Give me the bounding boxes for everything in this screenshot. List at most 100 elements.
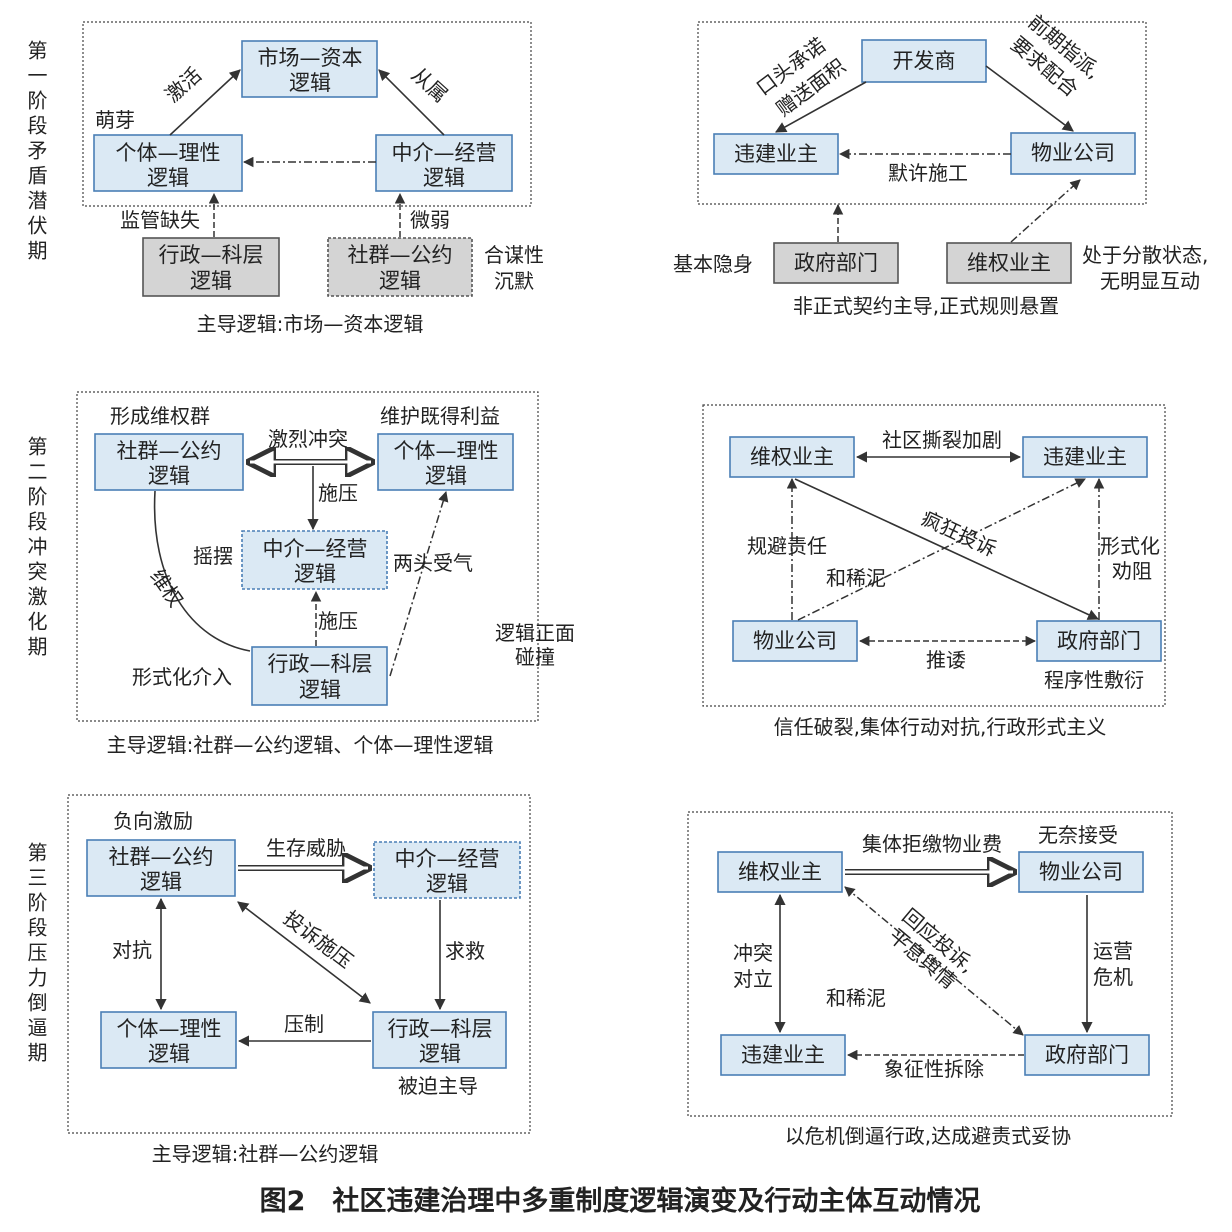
stage-1-label: 第一阶段矛盾潜伏期 bbox=[24, 40, 48, 265]
maintain-interest-label: 维护既得利益 bbox=[380, 404, 500, 428]
collusion-label-line2: 沉默 bbox=[494, 269, 534, 293]
complain-label: 疯狂投诉 bbox=[918, 506, 1001, 562]
stage-2-label: 第二阶段冲突激化期 bbox=[24, 436, 48, 661]
community-covenant-logic-box: 社群—公约 逻辑 bbox=[94, 433, 244, 491]
svg-text:社群—公约: 社群—公约 bbox=[117, 439, 222, 463]
community-covenant-logic-box: 社群—公约 逻辑 bbox=[86, 839, 236, 897]
stage-3-right-panel: 维权业主 物业公司 违建业主 政府部门 集体拒缴物业费 无奈接受 回应投诉, 平… bbox=[687, 811, 1173, 1148]
svg-text:社群—公约: 社群—公约 bbox=[348, 243, 453, 267]
panel-frame bbox=[687, 811, 1173, 1117]
hidden-label: 基本隐身 bbox=[673, 252, 753, 276]
both-sides-label: 两头受气 bbox=[393, 551, 473, 575]
stage-2-left-panel: 社群—公约 逻辑 个体—理性 逻辑 中介—经营 逻辑 行政—科层 逻辑 形成维权… bbox=[76, 391, 575, 757]
subordinate-label: 从属 bbox=[407, 62, 453, 107]
symbolic-demolition-label: 象征性拆除 bbox=[884, 1057, 984, 1081]
property-company-box: 物业公司 bbox=[1018, 851, 1144, 893]
intermediary-business-logic-box: 中介—经营 逻辑 bbox=[241, 530, 388, 590]
svg-text:行政—科层: 行政—科层 bbox=[388, 1017, 493, 1041]
svg-text:物业公司: 物业公司 bbox=[1039, 860, 1123, 884]
community-covenant-logic-box: 社群—公约 逻辑 bbox=[327, 237, 473, 297]
svg-text:中介—经营: 中介—经营 bbox=[395, 847, 500, 871]
logic-clash-label-1: 逻辑正面 bbox=[495, 621, 575, 645]
property-company-box: 物业公司 bbox=[732, 620, 858, 662]
tacit-label: 默许施工 bbox=[888, 161, 968, 185]
svg-text:违建业主: 违建业主 bbox=[734, 142, 818, 166]
svg-text:中介—经营: 中介—经营 bbox=[263, 537, 368, 561]
rights-owner-box: 维权业主 bbox=[717, 851, 843, 893]
svg-text:政府部门: 政府部门 bbox=[1045, 1043, 1129, 1067]
both-sides-arrow bbox=[389, 490, 449, 677]
stage-3-right-caption: 以危机倒逼行政,达成避责式妥协 bbox=[785, 1124, 1071, 1148]
svg-text:逻辑: 逻辑 bbox=[425, 464, 467, 488]
svg-text:社群—公约: 社群—公约 bbox=[109, 845, 214, 869]
panel-frame bbox=[76, 391, 539, 722]
perfunctory-label: 程序性敷衍 bbox=[1044, 668, 1144, 692]
market-capital-logic-box: 市场—资本 逻辑 bbox=[241, 40, 378, 98]
svg-text:个体—理性: 个体—理性 bbox=[394, 439, 499, 463]
panel-frame bbox=[82, 21, 532, 207]
stage-1-right-caption: 非正式契约主导,正式规则悬置 bbox=[793, 294, 1059, 318]
subordinate-arrow bbox=[378, 69, 445, 136]
split-label: 社区撕裂加剧 bbox=[882, 428, 1002, 452]
confront-label: 对抗 bbox=[112, 938, 152, 962]
mediate-label: 和稀泥 bbox=[826, 566, 886, 590]
svg-text:逻辑: 逻辑 bbox=[148, 1042, 190, 1066]
scattered-label-1: 处于分散状态, bbox=[1082, 243, 1208, 267]
rights-owner-dashed-arrow bbox=[1010, 179, 1081, 243]
svg-text:中介—经营: 中介—经营 bbox=[392, 141, 497, 165]
mediate-arrow bbox=[797, 478, 1086, 621]
scattered-label-2: 无明显互动 bbox=[1100, 269, 1200, 293]
suppress-label: 压制 bbox=[284, 1012, 324, 1036]
pressure-label-2: 施压 bbox=[318, 609, 358, 633]
svg-text:政府部门: 政府部门 bbox=[794, 251, 878, 275]
illegal-building-owner-box: 违建业主 bbox=[1022, 436, 1148, 478]
government-box: 政府部门 bbox=[1024, 1034, 1150, 1076]
svg-text:个体—理性: 个体—理性 bbox=[116, 141, 221, 165]
activate-arrow bbox=[169, 69, 241, 136]
panel-frame bbox=[702, 404, 1166, 707]
forced-lead-label: 被迫主导 bbox=[398, 1074, 478, 1098]
complain-pressure-arrow bbox=[237, 901, 371, 1004]
illegal-building-owner-box: 违建业主 bbox=[713, 133, 839, 175]
svg-text:逻辑: 逻辑 bbox=[289, 71, 331, 95]
evade-label: 规避责任 bbox=[747, 534, 827, 558]
administrative-bureaucratic-logic-box: 行政—科层 逻辑 bbox=[251, 646, 388, 706]
rights-curve bbox=[153, 490, 251, 652]
svg-text:逻辑: 逻辑 bbox=[140, 870, 182, 894]
svg-text:政府部门: 政府部门 bbox=[1057, 629, 1141, 653]
stage-3-left-panel: 社群—公约 逻辑 中介—经营 逻辑 个体—理性 逻辑 行政—科层 逻辑 负向激励… bbox=[67, 794, 531, 1166]
complain-arrow bbox=[794, 478, 1100, 620]
individual-rational-logic-box: 个体—理性 逻辑 bbox=[93, 134, 243, 192]
refuse-fee-label: 集体拒缴物业费 bbox=[862, 832, 1002, 856]
rescue-label: 求救 bbox=[445, 939, 485, 963]
stage-3-left-caption: 主导逻辑:社群—公约逻辑 bbox=[152, 1142, 379, 1166]
svg-text:行政—科层: 行政—科层 bbox=[159, 243, 264, 267]
formal-dissuade-label-1: 形式化 bbox=[1100, 534, 1160, 558]
property-company-box: 物业公司 bbox=[1010, 132, 1136, 175]
administrative-bureaucratic-logic-box: 行政—科层 逻辑 bbox=[372, 1011, 507, 1069]
logic-clash-label-2: 碰撞 bbox=[515, 645, 555, 669]
rights-owner-box: 维权业主 bbox=[729, 436, 855, 478]
operation-crisis-label-2: 危机 bbox=[1093, 965, 1133, 989]
individual-rational-logic-box: 个体—理性 逻辑 bbox=[100, 1011, 237, 1069]
panel-frame bbox=[697, 21, 1147, 205]
svg-text:个体—理性: 个体—理性 bbox=[117, 1017, 222, 1041]
swing-label: 摇摆 bbox=[193, 544, 233, 568]
individual-rational-logic-box: 个体—理性 逻辑 bbox=[377, 433, 514, 491]
illegal-building-owner-box: 违建业主 bbox=[720, 1034, 846, 1076]
government-box: 政府部门 bbox=[1036, 620, 1162, 662]
pressure-label-1: 施压 bbox=[318, 481, 358, 505]
developer-to-illegal-owner-arrow bbox=[775, 81, 867, 133]
svg-text:逻辑: 逻辑 bbox=[423, 166, 465, 190]
fierce-conflict-label: 激烈冲突 bbox=[268, 427, 348, 451]
svg-text:行政—科层: 行政—科层 bbox=[268, 652, 373, 676]
operation-crisis-label-1: 运营 bbox=[1093, 939, 1133, 963]
formal-intervention-label: 形式化介入 bbox=[132, 665, 232, 689]
svg-text:逻辑: 逻辑 bbox=[419, 1042, 461, 1066]
stage-1-right-panel: 开发商 违建业主 物业公司 政府部门 维权业主 口头承诺 赠送面积 前期指派, … bbox=[673, 10, 1208, 318]
collusion-label-line1: 合谋性 bbox=[484, 243, 544, 267]
svg-text:逻辑: 逻辑 bbox=[190, 269, 232, 293]
svg-text:逻辑: 逻辑 bbox=[147, 166, 189, 190]
conflict-label-1: 冲突 bbox=[733, 941, 773, 965]
